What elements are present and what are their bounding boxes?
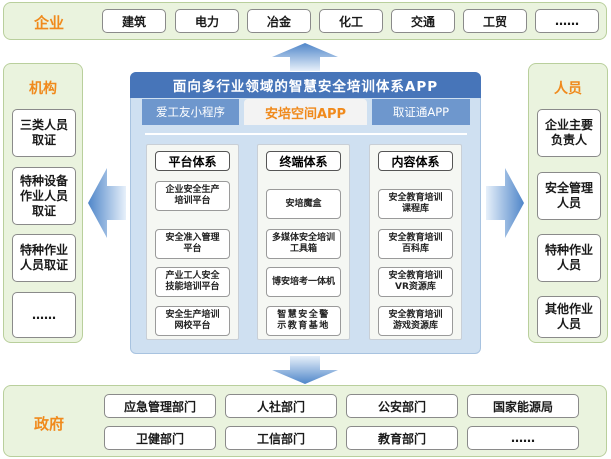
top-panel-enterprise: 企业 建筑 电力 冶金 化工 交通 工贸 ……: [3, 2, 607, 40]
left-panel-institutions: 机构 三类人员 取证 特种设备 作业人员 取证 特种作业 人员取证 ……: [3, 63, 83, 343]
column-item: 企业安全生产 培训平台: [155, 181, 230, 211]
column-item: 多媒体安全培训 工具箱: [266, 229, 341, 259]
column-platform-system: 平台体系 企业安全生产 培训平台 安全准入管理 平台 产业工人安全 技能培训平台…: [146, 144, 239, 340]
tab-divider: [145, 133, 467, 135]
bottom-panel-label: 政府: [34, 415, 65, 433]
column-item: 安全教育培训 VR资源库: [378, 267, 453, 297]
arrow-down-icon: [272, 356, 338, 384]
right-item-other-operation: 其他作业 人员: [537, 296, 601, 338]
left-item-special-operation: 特种作业 人员取证: [12, 234, 76, 282]
tab-anpei-space-app[interactable]: 安培空间APP: [244, 99, 367, 125]
column-item: 安全教育培训 百科库: [378, 229, 453, 259]
column-item: 安全准入管理 平台: [155, 229, 230, 259]
left-item-three-types: 三类人员 取证: [12, 109, 76, 157]
top-item-metallurgy: 冶金: [247, 9, 311, 33]
column-title: 终端体系: [266, 151, 341, 171]
column-terminal-system: 终端体系 安培魔盒 多媒体安全培训 工具箱 博安培考一体机 智慧安全警 示教育基…: [257, 144, 350, 340]
column-title: 平台体系: [155, 151, 230, 171]
right-panel-personnel: 人员 企业主要 负责人 安全管理 人员 特种作业 人员 其他作业 人员: [528, 63, 608, 343]
column-item: 产业工人安全 技能培训平台: [155, 267, 230, 297]
bottom-item-industry-it: 工信部门: [225, 426, 337, 450]
tab-aigongyou-miniprogram[interactable]: 爱工友小程序: [142, 99, 239, 125]
left-item-special-equipment: 特种设备 作业人员 取证: [12, 167, 76, 225]
right-item-special-operation: 特种作业 人员: [537, 234, 601, 282]
column-content-system: 内容体系 安全教育培训 课程库 安全教育培训 百科库 安全教育培训 VR资源库 …: [369, 144, 462, 340]
column-item: 安培魔盒: [266, 189, 341, 219]
top-item-transport: 交通: [391, 9, 455, 33]
bottom-item-hr-social: 人社部门: [225, 394, 337, 418]
top-panel-label: 企业: [34, 14, 65, 32]
top-item-trade: 工贸: [463, 9, 527, 33]
arrow-right-icon: [486, 168, 524, 238]
bottom-item-public-security: 公安部门: [346, 394, 458, 418]
bottom-item-health: 卫健部门: [104, 426, 216, 450]
top-item-chemical: 化工: [319, 9, 383, 33]
right-panel-label: 人员: [554, 81, 582, 97]
system-title: 面向多行业领域的智慧安全培训体系APP: [130, 72, 481, 98]
arrow-left-icon: [88, 168, 126, 238]
right-item-principal: 企业主要 负责人: [537, 109, 601, 157]
right-item-safety-management: 安全管理 人员: [537, 172, 601, 220]
top-item-construction: 建筑: [102, 9, 166, 33]
bottom-item-more: ……: [467, 426, 579, 450]
column-item: 安全生产培训 网校平台: [155, 306, 230, 336]
column-item: 安全教育培训 课程库: [378, 189, 453, 219]
bottom-item-education: 教育部门: [346, 426, 458, 450]
column-item: 安全教育培训 游戏资源库: [378, 306, 453, 336]
left-item-more: ……: [12, 292, 76, 338]
arrow-up-icon: [272, 43, 338, 71]
column-item: 博安培考一体机: [266, 267, 341, 297]
bottom-item-emergency: 应急管理部门: [104, 394, 216, 418]
column-item: 智慧安全警 示教育基地: [266, 306, 341, 336]
tab-quzhengtong-app[interactable]: 取证通APP: [372, 99, 470, 125]
top-item-more: ……: [535, 9, 599, 33]
bottom-panel-government: 政府 应急管理部门 人社部门 公安部门 国家能源局 卫健部门 工信部门 教育部门…: [3, 385, 607, 457]
bottom-item-energy-admin: 国家能源局: [467, 394, 579, 418]
column-title: 内容体系: [378, 151, 453, 171]
top-item-power: 电力: [175, 9, 239, 33]
left-panel-label: 机构: [29, 81, 57, 97]
